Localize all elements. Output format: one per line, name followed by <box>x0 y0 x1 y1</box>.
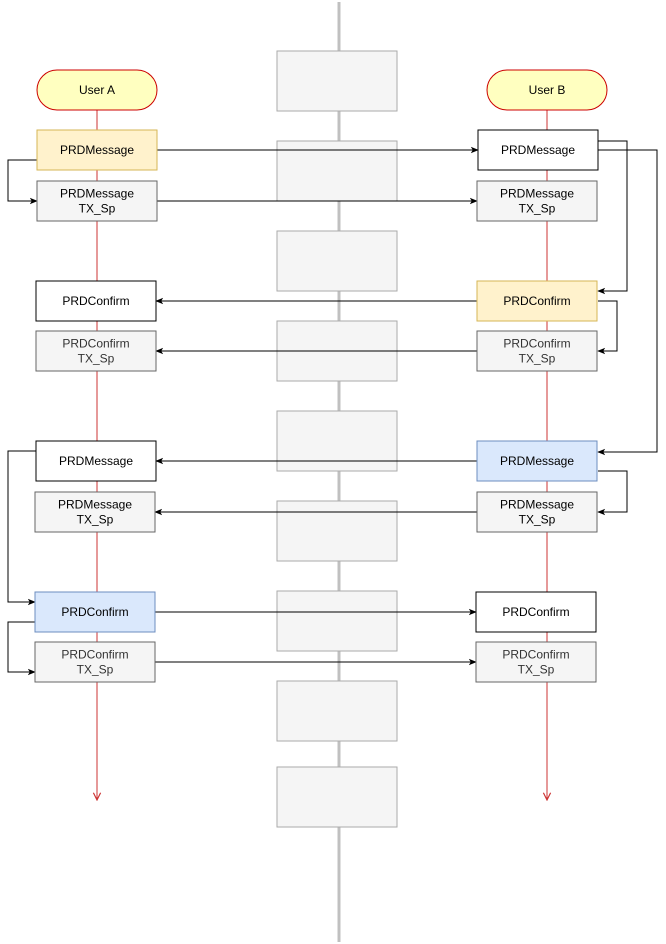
message-arrows <box>154 146 479 666</box>
message-box-shape <box>476 440 598 482</box>
connector-a-message-to-txsp <box>7 159 38 205</box>
message-box-label: PRDConfirm <box>62 337 129 351</box>
message-box-shape <box>36 180 158 222</box>
message-box-label: PRDConfirm <box>503 294 570 308</box>
connector-b-confirm-to-txsp <box>597 300 618 355</box>
message-box-label: TX_Sp <box>519 202 556 216</box>
message-box-shape <box>34 491 156 533</box>
message-box-shape <box>475 641 597 683</box>
center-block <box>276 590 398 652</box>
actor-user-b-label: User B <box>529 83 566 97</box>
message-box-shape <box>35 440 157 482</box>
message-box-b-5[interactable]: PRDMessage <box>476 440 598 482</box>
message-box-label: PRDConfirm <box>502 648 569 662</box>
connector-b-message-to-confirm <box>597 140 628 295</box>
elbow-connectors <box>7 140 658 676</box>
center-block <box>276 500 398 562</box>
message-box-label: PRDMessage <box>58 498 132 512</box>
message-box-label: TX_Sp <box>519 352 556 366</box>
message-box-a-7[interactable]: PRDConfirm <box>34 591 156 633</box>
center-blocks <box>276 50 398 828</box>
message-box-label: TX_Sp <box>78 352 115 366</box>
message-box-a-5[interactable]: PRDMessage <box>35 440 157 482</box>
message-box-label: PRDMessage <box>500 454 574 468</box>
message-box-a-3[interactable]: PRDConfirm <box>35 280 157 322</box>
message-box-label: TX_Sp <box>518 663 555 677</box>
message-box-label: PRDMessage <box>59 454 133 468</box>
connector-b-message-to-txsp <box>597 470 628 516</box>
connector-a-message-to-confirm <box>7 450 36 606</box>
message-box-label: TX_Sp <box>77 663 114 677</box>
message-box-label: PRDMessage <box>60 187 134 201</box>
message-box-label: PRDMessage <box>501 143 575 157</box>
actor-user-a-label: User A <box>79 83 115 97</box>
message-box-shape <box>35 280 157 322</box>
message-box-shape <box>476 330 598 372</box>
message-box-shape <box>476 180 598 222</box>
message-box-label: TX_Sp <box>519 513 556 527</box>
connector-b-message-to-message <box>597 149 658 456</box>
message-box-shape <box>34 591 156 633</box>
message-box-label: PRDConfirm <box>502 605 569 619</box>
message-box-shape <box>36 129 158 171</box>
message-box-label: TX_Sp <box>79 202 116 216</box>
message-box-a-1[interactable]: PRDMessage <box>36 129 158 171</box>
message-box-label: TX_Sp <box>77 513 114 527</box>
actor-user-b[interactable]: User B <box>486 69 608 111</box>
actor-user-a[interactable]: User A <box>36 69 158 111</box>
center-block <box>276 230 398 292</box>
message-box-label: PRDMessage <box>60 143 134 157</box>
message-box-shape <box>35 330 157 372</box>
message-box-label: PRDMessage <box>500 498 574 512</box>
center-block <box>276 410 398 472</box>
message-box-label: PRDMessage <box>500 187 574 201</box>
message-box-b-7[interactable]: PRDConfirm <box>475 591 597 633</box>
actor-user-b-shape <box>486 69 608 111</box>
center-block <box>276 766 398 828</box>
message-box-shape <box>476 491 598 533</box>
message-box-label: PRDConfirm <box>61 605 128 619</box>
connector-a-confirm-to-txsp <box>7 621 36 676</box>
message-box-shape <box>34 641 156 683</box>
message-box-b-3[interactable]: PRDConfirm <box>476 280 598 322</box>
message-box-label: PRDConfirm <box>62 294 129 308</box>
message-box-b-1[interactable]: PRDMessage <box>477 129 599 171</box>
message-box-shape <box>475 591 597 633</box>
message-box-label: PRDConfirm <box>61 648 128 662</box>
message-box-label: PRDConfirm <box>503 337 570 351</box>
actor-user-a-shape <box>36 69 158 111</box>
message-box-shape <box>476 280 598 322</box>
center-block <box>276 50 398 112</box>
center-block <box>276 680 398 742</box>
message-box-shape <box>477 129 599 171</box>
